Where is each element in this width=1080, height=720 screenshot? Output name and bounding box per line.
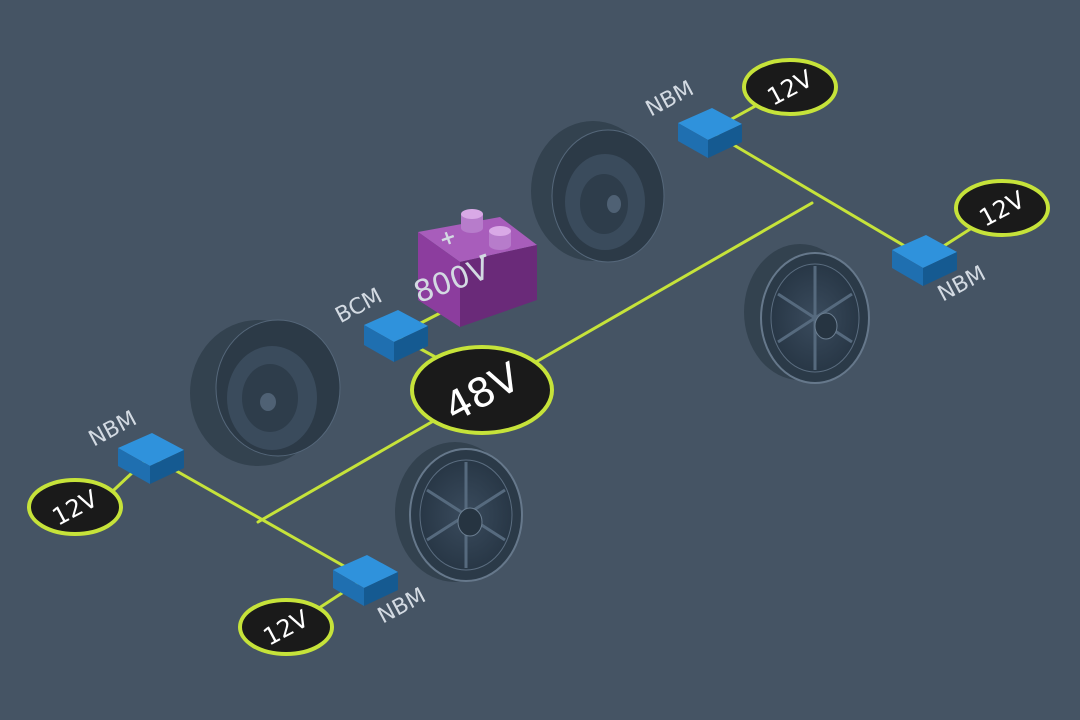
nbm-module — [333, 555, 398, 606]
front-axle-wire — [708, 129, 927, 260]
battery-terminal-negative — [489, 226, 511, 250]
nbm-module — [118, 433, 184, 484]
rear-axle-wire — [148, 454, 367, 580]
battery-terminal-positive — [461, 209, 483, 233]
voltage-node-12v: 12V — [954, 179, 1050, 237]
nbm-module — [678, 108, 742, 158]
voltage-node-12v: 12V — [742, 58, 838, 116]
main-bus-node: 48V — [410, 345, 554, 435]
wheel-icon — [744, 244, 870, 384]
nbm-module — [892, 235, 957, 286]
bcm-module — [364, 310, 428, 362]
wheel-icon — [531, 121, 665, 263]
voltage-node-12v: 12V — [238, 598, 334, 656]
battery-positive-symbol: + — [436, 223, 460, 251]
wheel-icon — [190, 319, 341, 466]
battery-icon: + - 800V — [409, 209, 537, 327]
wheel-icon — [395, 442, 523, 582]
voltage-node-12v: 12V — [27, 478, 123, 536]
